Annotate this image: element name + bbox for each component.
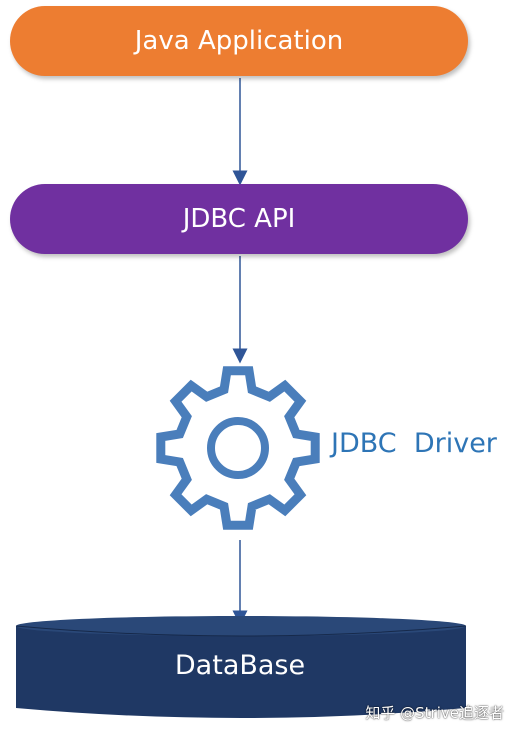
database-label: DataBase: [174, 650, 306, 681]
jdbc-driver-label: JDBC Driver: [331, 428, 497, 459]
jdbc-api-node: JDBC API: [10, 184, 468, 254]
java-application-label: Java Application: [134, 26, 344, 56]
watermark: 知乎 @Strive追逐者: [365, 704, 504, 722]
database-cylinder-icon: [15, 616, 467, 718]
gear-icon: [156, 366, 320, 530]
jdbc-api-label: JDBC API: [182, 204, 296, 234]
java-application-node: Java Application: [10, 6, 468, 76]
